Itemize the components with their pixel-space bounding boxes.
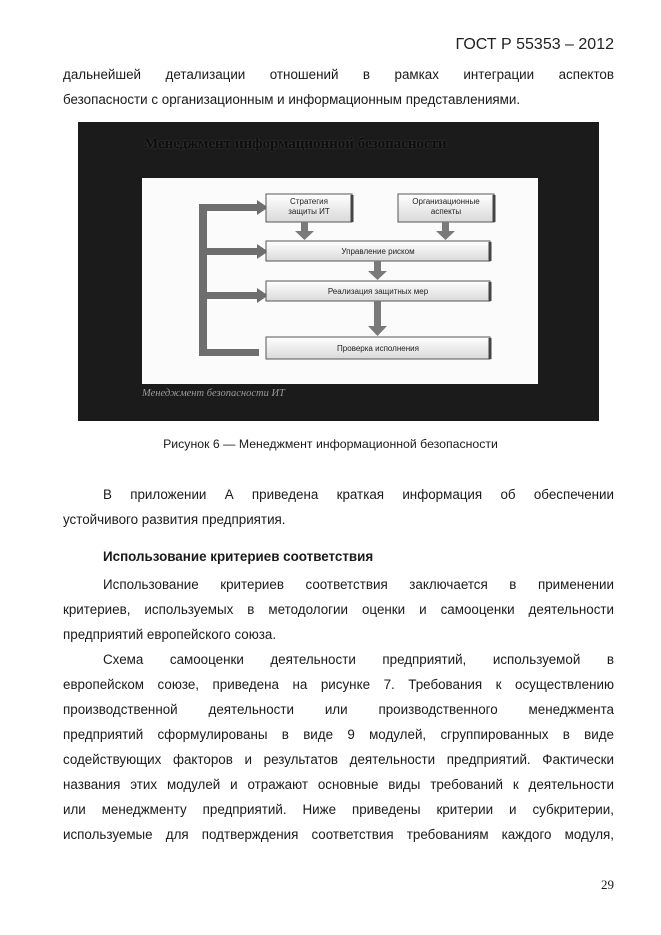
figure-inner-caption: Менеджмент безопасности ИТ bbox=[142, 388, 285, 399]
paragraph-4: Схема самооценки деятельности предприяти… bbox=[63, 647, 614, 847]
box-strategy: Стратегия защиты ИТ bbox=[265, 193, 354, 223]
text-line: европейском союзе, приведена на рисунке … bbox=[63, 677, 614, 692]
text-line: содействующих факторов и результатов дея… bbox=[63, 752, 614, 767]
box-measures-implementation: Реализация защитных мер bbox=[265, 280, 492, 302]
figure-diagram-panel: Стратегия защиты ИТ Организационные аспе… bbox=[142, 178, 538, 384]
feedback-arrow-strategy bbox=[199, 204, 257, 211]
box-risk-management: Управление риском bbox=[265, 240, 492, 262]
svg-text:Стратегия: Стратегия bbox=[290, 197, 328, 206]
diagram-svg: Стратегия защиты ИТ Организационные аспе… bbox=[199, 193, 496, 360]
page-number: 29 bbox=[601, 877, 614, 892]
text-line: критериев, используемых в методологии оц… bbox=[63, 602, 614, 617]
svg-text:Реализация защитных мер: Реализация защитных мер bbox=[328, 287, 429, 296]
paragraph-1: дальнейшей детализации отношений в рамка… bbox=[63, 62, 614, 112]
figure-title: Менеджмент информационной безопасности bbox=[144, 136, 447, 152]
text-line: названия этих модулей и отражают основны… bbox=[63, 777, 614, 792]
svg-text:аспекты: аспекты bbox=[431, 207, 461, 216]
text-line: используемые для подтверждения соответст… bbox=[63, 827, 614, 842]
text-line: производственной деятельности или произв… bbox=[63, 702, 614, 717]
text-line: предприятий сформулированы в виде 9 моду… bbox=[63, 727, 614, 742]
section-heading: Использование критериев соответствия bbox=[103, 549, 374, 564]
box-organizational: Организационные аспекты bbox=[397, 193, 496, 223]
text-line: или менеджменту предприятий. Ниже привед… bbox=[63, 802, 614, 817]
figure-caption: Рисунок 6 — Менеджмент информационной бе… bbox=[163, 437, 498, 451]
svg-text:Организационные: Организационные bbox=[412, 197, 480, 206]
text-line: дальнейшей детализации отношений в рамка… bbox=[63, 67, 614, 82]
document-header: ГОСТ Р 55353 – 2012 bbox=[455, 36, 614, 53]
paragraph-3: Использование критериев соответствия зак… bbox=[63, 572, 614, 647]
feedback-arrow-risk bbox=[199, 248, 257, 255]
feedback-line bbox=[199, 204, 207, 356]
feedback-arrow-measures bbox=[199, 292, 257, 299]
svg-text:Проверка исполнения: Проверка исполнения bbox=[337, 344, 419, 353]
box-compliance-check: Проверка исполнения bbox=[265, 336, 492, 360]
text-line: В приложении А приведена краткая информа… bbox=[103, 487, 614, 502]
text-line: Использование критериев соответствия зак… bbox=[103, 577, 614, 592]
text-line: Схема самооценки деятельности предприяти… bbox=[103, 652, 614, 667]
text-line: безопасности с организационным и информа… bbox=[63, 92, 521, 107]
text-line: устойчивого развития предприятия. bbox=[63, 512, 286, 527]
svg-text:Управление риском: Управление риском bbox=[341, 247, 414, 256]
paragraph-2: В приложении А приведена краткая информа… bbox=[63, 482, 614, 532]
svg-text:защиты ИТ: защиты ИТ bbox=[288, 207, 330, 216]
figure-6: Менеджмент информационной безопасности bbox=[78, 122, 599, 421]
text-line: предприятий европейского союза. bbox=[63, 627, 277, 642]
